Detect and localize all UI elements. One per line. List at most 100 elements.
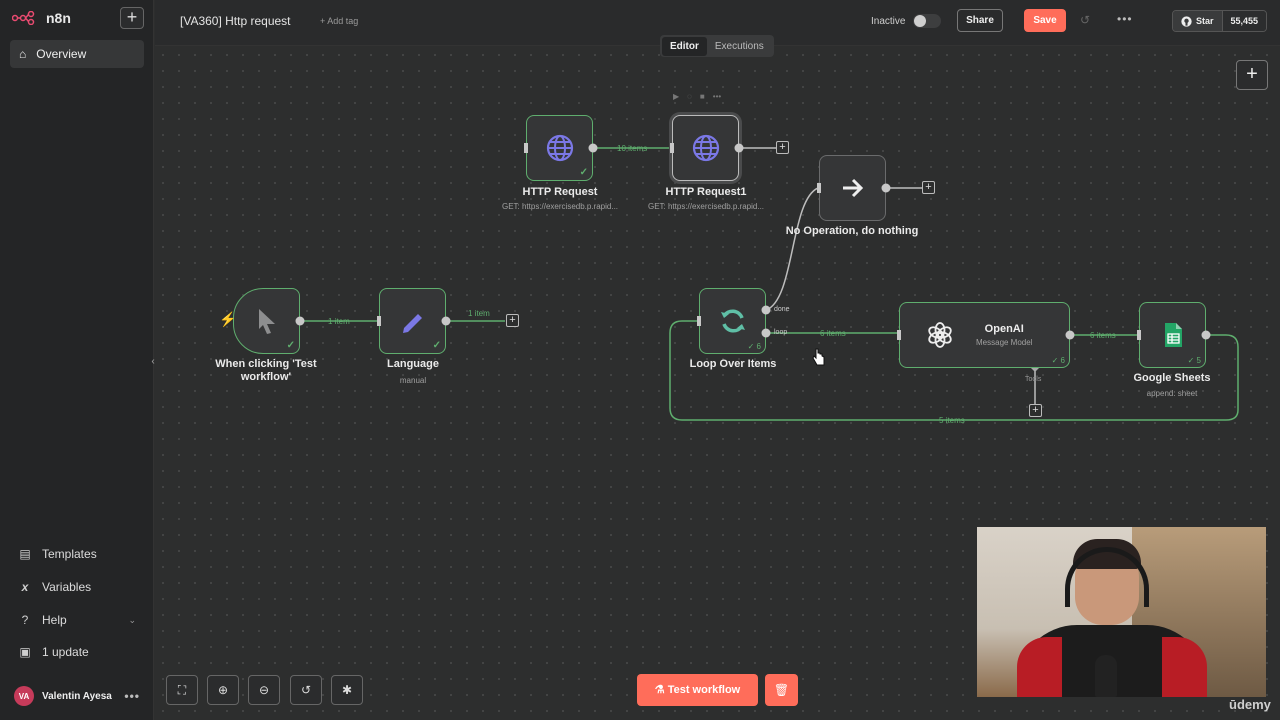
person-jacket [1017,637,1062,697]
mouse-cursor-icon [812,348,825,366]
collapse-sidebar-icon[interactable]: ‹ [151,356,155,367]
debug-button[interactable]: ✱ [331,675,363,705]
node-label: Loop Over Items [689,358,777,370]
add-node-button[interactable]: + [1236,60,1268,90]
tab-editor[interactable]: Editor [662,36,707,56]
edge-label: 1 item [328,317,350,326]
refresh-icon [720,309,745,333]
active-toggle[interactable] [913,14,941,28]
node-subtitle: append: sheet [1146,389,1198,398]
trash-icon[interactable]: ■ [699,92,705,101]
node-toolbar: ▶ ◌ ■ ••• [673,92,721,101]
user-menu[interactable]: VA Valentin Ayesa ••• [14,686,140,706]
port-label-loop: loop [774,329,788,336]
item-count: ✓ 6 [1051,356,1065,365]
add-workflow-button[interactable]: + [120,7,144,29]
node-no-operation[interactable] [819,155,886,221]
sidebar-item-update[interactable]: ▣ 1 update [18,645,136,659]
node-label: When clicking 'Test workflow' [215,358,317,383]
tab-executions[interactable]: Executions [714,40,764,52]
success-check-icon: ✓ [286,340,295,351]
fit-view-button[interactable]: ⛶ [166,675,198,705]
globe-icon [546,134,573,162]
share-button[interactable]: Share [957,9,1003,32]
more-icon[interactable]: ••• [712,92,722,101]
node-language[interactable]: ✓ [379,288,446,354]
add-node-plus-button[interactable]: + [922,181,935,194]
status-label: Inactive [871,16,906,27]
n8n-logo[interactable]: n8n [12,10,71,26]
zoom-in-button[interactable]: ⊕ [207,675,239,705]
github-star-button[interactable]: Star 55,455 [1172,10,1268,32]
pencil-icon [402,314,422,333]
more-icon[interactable]: ••• [1117,12,1133,26]
sidebar: n8n + ⌂ Overview ▤ Templates x Variables… [0,0,154,720]
arrow-right-icon [842,178,863,198]
history-icon[interactable]: ↺ [1080,13,1091,27]
node-label: HTTP Request [522,186,598,198]
github-star-count: 55,455 [1221,11,1267,31]
sidebar-item-overview[interactable]: ⌂ Overview [10,40,144,68]
zoom-out-button[interactable]: ⊖ [248,675,280,705]
avatar: VA [14,686,34,706]
help-icon: ? [21,613,29,627]
test-workflow-button[interactable]: ⚗ Test workflow [637,674,758,706]
play-icon[interactable]: ▶ [673,92,680,101]
microphone [1095,655,1117,697]
edge-label: 6 items [1090,331,1116,340]
node-http-request[interactable]: ✓ [526,115,593,181]
more-icon[interactable]: ••• [124,689,140,703]
add-node-plus-button[interactable]: + [506,314,519,327]
sidebar-item-label: Templates [42,547,97,561]
workflow-title[interactable]: [VA360] Http request [180,14,291,28]
edge-label: 6 items [820,329,846,338]
logo-text: n8n [46,10,71,26]
item-count: ✓ 5 [1187,356,1201,365]
node-subtitle: GET: https://exercisedb.p.rapid... [647,202,765,211]
edge-label: 5 items [939,416,965,425]
trash-icon: 🗑 [773,683,790,697]
add-tag-link[interactable]: + Add tag [320,16,359,26]
save-button[interactable]: Save [1024,9,1066,32]
sidebar-item-label: Variables [42,580,92,594]
node-loop-over-items[interactable]: ✓ 6 [699,288,766,354]
edge-label: 10 items [617,144,648,153]
variables-icon: x [21,580,29,594]
power-icon[interactable]: ◌ [687,92,692,101]
reset-zoom-button[interactable]: ↺ [290,675,322,705]
bug-icon: ✱ [341,683,353,697]
cursor-icon [258,309,275,334]
node-openai[interactable]: OpenAI Message Model ✓ 6 [899,302,1070,368]
sidebar-item-templates[interactable]: ▤ Templates [18,547,136,561]
google-sheets-icon [1164,323,1182,347]
port-label-done: done [774,306,790,313]
zoom-out-icon: ⊖ [258,683,270,697]
zoom-in-icon: ⊕ [217,683,229,697]
trigger-bolt-icon: ⚡ [219,311,237,327]
success-check-icon: ✓ [432,340,441,351]
sidebar-item-variables[interactable]: x Variables [18,580,136,594]
node-subtitle: manual [399,376,427,385]
test-workflow-label: Test workflow [667,684,741,696]
delete-execution-button[interactable]: 🗑 [765,674,798,706]
chevron-down-icon: ⌄ [128,614,136,625]
webcam-overlay [977,527,1266,697]
node-label: OpenAI [984,323,1024,335]
globe-icon [692,134,719,162]
node-http-request1[interactable] [672,115,739,181]
n8n-logo-icon [12,11,35,25]
sidebar-item-label: 1 update [42,645,89,659]
flask-icon: ⚗ [654,684,665,696]
add-node-plus-button[interactable]: + [776,141,789,154]
udemy-watermark: ūdemy [1229,697,1271,712]
node-manual-trigger[interactable]: ✓ [233,288,300,354]
node-label: Language [387,358,439,370]
headset [1065,547,1149,607]
node-google-sheets[interactable]: ✓ 5 [1139,302,1206,368]
view-tabs: Editor Executions [660,35,774,57]
port-label-tools: Tools [1025,376,1042,383]
github-icon [1181,15,1192,27]
node-label: HTTP Request1 [665,186,747,198]
sidebar-item-help[interactable]: ? Help ⌄ [18,613,136,627]
add-tool-plus-button[interactable]: + [1029,404,1042,417]
